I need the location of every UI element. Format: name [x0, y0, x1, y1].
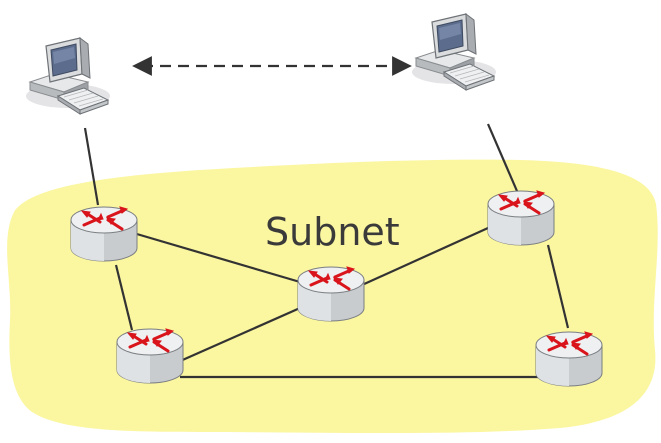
host-left-computer-icon [25, 37, 111, 115]
router-top-left-icon [69, 205, 139, 263]
router-bottom-left-icon [115, 327, 185, 385]
subnet-label: Subnet [265, 210, 400, 254]
router-top-right-icon [486, 189, 556, 247]
link-router-bottom-left-router-center [177, 306, 301, 364]
link-router-top-left-router-center [129, 230, 301, 284]
router-center-icon [296, 265, 366, 323]
link-router-center-router-top-right [361, 226, 489, 287]
link-host-left-router-top-left [83, 127, 100, 206]
link-host-right-router-top-right [486, 123, 522, 199]
router-bottom-right-icon [534, 330, 604, 388]
link-router-top-right-router-bottom-right [546, 244, 570, 329]
host-right-computer-icon [411, 13, 497, 91]
network-links [83, 123, 570, 379]
link-router-top-left-router-bottom-left [114, 264, 134, 331]
